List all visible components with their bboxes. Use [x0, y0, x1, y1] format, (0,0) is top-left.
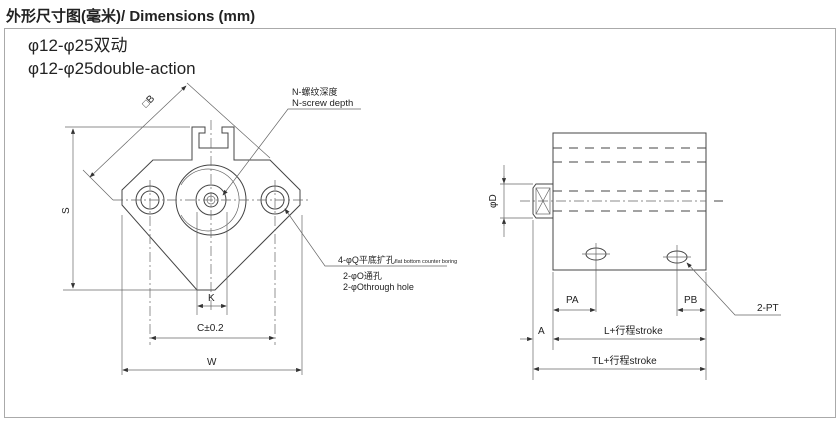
counter-boring-label: 4-φQ平底扩孔flat bottom counter boring — [338, 254, 457, 265]
screw-depth-cn: N-螺纹深度 — [292, 86, 338, 97]
square-b-label: □B — [140, 93, 157, 110]
screw-depth-en: N-screw depth — [292, 98, 353, 109]
through-hole-en: 2-φOthrough hole — [343, 282, 414, 292]
l-label: L+行程stroke — [604, 324, 663, 337]
pb-label: PB — [684, 295, 698, 306]
cylinder-body — [552, 132, 707, 271]
side-view: φD PA PB 2-PT A L+行程stroke TL+行程stroke — [488, 132, 781, 380]
drawing-frame — [4, 28, 836, 418]
subtitle-line1: φ12-φ25双动 — [28, 36, 128, 55]
w-label: W — [207, 357, 217, 368]
pt-label: 2-PT — [757, 303, 779, 314]
subtitle-line2: φ12-φ25double-action — [28, 59, 196, 78]
tl-label: TL+行程stroke — [592, 354, 657, 367]
rod-end — [532, 183, 553, 219]
k-label: K — [208, 293, 215, 304]
page-title: 外形尺寸图(毫米)/ Dimensions (mm) — [6, 8, 256, 25]
s-label: S — [61, 207, 72, 214]
through-hole-cn: 2-φO通孔 — [343, 271, 382, 281]
d-label: φD — [488, 194, 499, 208]
front-view: □B S K C±0.2 W N-螺纹深度 N-screw depth 4-φQ… — [61, 82, 457, 375]
pa-label: PA — [566, 295, 579, 306]
body-outline — [121, 126, 301, 291]
a-label: A — [538, 326, 545, 337]
c-label: C±0.2 — [197, 323, 224, 334]
